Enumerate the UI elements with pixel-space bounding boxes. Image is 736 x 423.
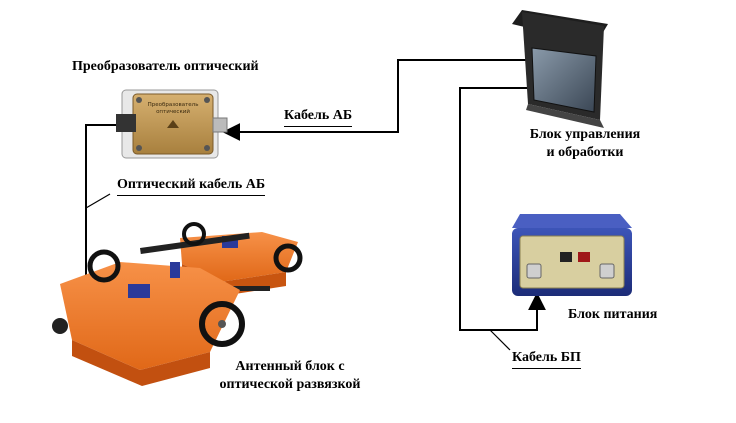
optical-cable-label: Оптический кабель АБ [117, 176, 265, 196]
optical-converter-device: Преобразователь оптический [116, 90, 227, 158]
antenna-label-line2: оптической развязкой [206, 376, 374, 394]
antenna-label-line1: Антенный блок с [206, 358, 374, 376]
converter-label: Преобразователь оптический [72, 58, 259, 76]
control-unit-laptop [512, 10, 608, 128]
cable-bp-label: Кабель БП [512, 349, 581, 369]
converter-plate-line1: Преобразователь [148, 102, 199, 108]
power-unit-label: Блок питания [568, 306, 657, 324]
control-unit-label: Блок управления и обработки [520, 126, 650, 161]
cable-ab-label: Кабель АБ [284, 107, 352, 127]
cable-ab-line [224, 60, 532, 132]
optical-cable-leader [86, 194, 110, 208]
power-supply-device [512, 214, 632, 296]
antenna-label: Антенный блок с оптической развязкой [206, 358, 374, 393]
control-unit-label-line1: Блок управления [520, 126, 650, 144]
control-unit-label-line2: и обработки [520, 144, 650, 162]
converter-plate-line2: оптический [156, 108, 190, 115]
cable-bp-leader [490, 330, 510, 350]
